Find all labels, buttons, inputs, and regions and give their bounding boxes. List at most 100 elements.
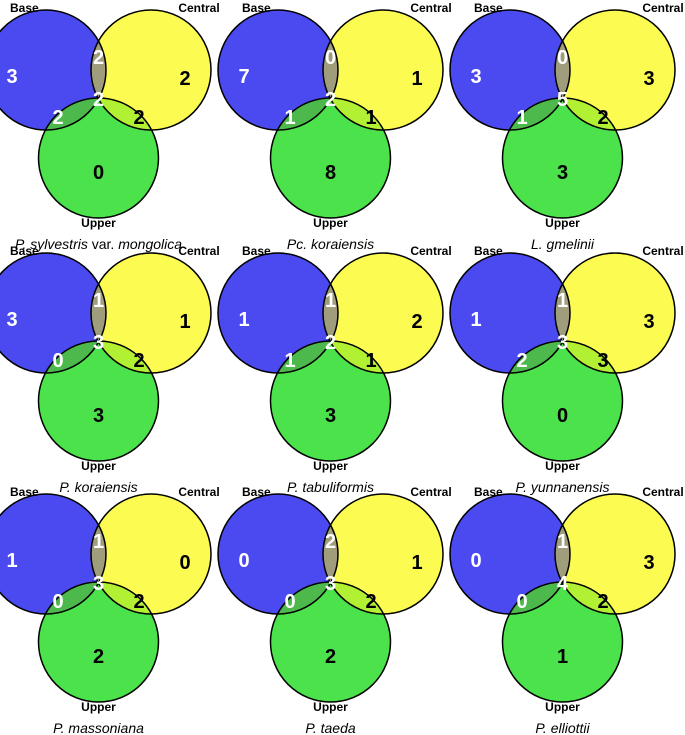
central-circle <box>323 10 443 130</box>
count-base-only: 3 <box>6 66 17 88</box>
upper-circle <box>270 341 391 461</box>
base-set-label: Base <box>10 1 39 15</box>
count-base-only: 7 <box>238 66 249 88</box>
upper-set-label: Upper <box>81 459 116 473</box>
central-circle <box>555 494 675 614</box>
count-base-only: 0 <box>470 550 481 572</box>
count-base-only: 3 <box>6 309 17 331</box>
count-central-only: 0 <box>179 552 190 574</box>
species-caption: P. elliottii <box>535 720 590 735</box>
count-base-upper: 0 <box>52 350 63 372</box>
species-caption: P. taeda <box>305 720 356 735</box>
count-base-central: 0 <box>557 47 568 69</box>
base-circle <box>0 10 106 130</box>
circle-outline <box>501 340 624 462</box>
upper-circle <box>502 98 623 218</box>
central-circle <box>91 494 211 614</box>
upper-set-label: Upper <box>313 700 348 714</box>
central-set-label: Central <box>642 1 683 15</box>
base-circle <box>0 494 106 614</box>
base-set-label: Base <box>242 485 271 499</box>
count-central-upper: 1 <box>365 350 376 372</box>
count-central-upper: 3 <box>597 350 608 372</box>
count-all: 2 <box>325 89 336 111</box>
base-set-label: Base <box>474 485 503 499</box>
central-set-label: Central <box>410 244 451 258</box>
base-set-label: Base <box>10 485 39 499</box>
count-base-central: 1 <box>557 531 568 553</box>
count-central-upper: 2 <box>597 107 608 129</box>
count-upper-only: 3 <box>557 162 568 184</box>
central-set-label: Central <box>642 485 683 499</box>
count-central-only: 1 <box>411 68 422 90</box>
count-central-only: 2 <box>411 311 422 333</box>
count-central-only: 3 <box>643 311 654 333</box>
species-caption: P. sylvestris var. mongolica <box>15 236 182 252</box>
upper-set-label: Upper <box>81 216 116 230</box>
upper-circle <box>38 98 159 218</box>
species-caption: L. gmelinii <box>531 236 595 252</box>
count-base-central: 2 <box>325 531 336 553</box>
upper-set-label: Upper <box>545 700 580 714</box>
count-base-central: 1 <box>557 290 568 312</box>
count-base-upper: 0 <box>52 591 63 613</box>
circle-outline <box>269 581 392 703</box>
count-central-only: 1 <box>179 311 190 333</box>
count-base-central: 1 <box>93 290 104 312</box>
count-central-upper: 2 <box>597 591 608 613</box>
count-all: 3 <box>93 573 104 595</box>
count-base-only: 1 <box>238 309 249 331</box>
circle-outline <box>37 340 160 462</box>
upper-circle <box>270 98 391 218</box>
species-caption: P. massoniana <box>53 720 144 735</box>
central-circle <box>91 253 211 373</box>
count-all: 2 <box>93 89 104 111</box>
count-base-only: 1 <box>6 550 17 572</box>
count-base-only: 1 <box>470 309 481 331</box>
central-circle <box>323 253 443 373</box>
central-circle <box>555 253 675 373</box>
count-base-upper: 0 <box>516 591 527 613</box>
count-upper-only: 2 <box>93 646 104 668</box>
count-base-only: 3 <box>470 66 481 88</box>
circle-outline <box>501 97 624 219</box>
base-circle <box>218 494 338 614</box>
count-base-upper: 1 <box>516 107 527 129</box>
count-base-upper: 2 <box>52 107 63 129</box>
count-all: 5 <box>557 89 568 111</box>
species-caption: P. yunnanensis <box>516 479 610 495</box>
species-caption: P. koraiensis <box>59 479 137 495</box>
central-set-label: Central <box>410 1 451 15</box>
base-set-label: Base <box>10 244 39 258</box>
central-set-label: Central <box>178 244 219 258</box>
upper-circle <box>502 341 623 461</box>
upper-set-label: Upper <box>313 216 348 230</box>
count-all: 2 <box>325 332 336 354</box>
count-central-only: 3 <box>643 68 654 90</box>
count-base-central: 2 <box>93 47 104 69</box>
central-set-label: Central <box>410 485 451 499</box>
species-caption: Pc. koraiensis <box>287 236 374 252</box>
central-circle <box>91 10 211 130</box>
base-circle <box>450 10 570 130</box>
circle-outline <box>269 97 392 219</box>
count-upper-only: 0 <box>557 405 568 427</box>
circle-outline <box>501 581 624 703</box>
count-all: 3 <box>325 573 336 595</box>
upper-circle <box>270 582 391 702</box>
count-central-only: 1 <box>411 552 422 574</box>
count-upper-only: 0 <box>93 162 104 184</box>
base-circle <box>218 10 338 130</box>
base-circle <box>218 253 338 373</box>
count-central-upper: 2 <box>133 350 144 372</box>
count-central-upper: 2 <box>365 591 376 613</box>
central-circle <box>323 494 443 614</box>
count-base-central: 1 <box>93 531 104 553</box>
